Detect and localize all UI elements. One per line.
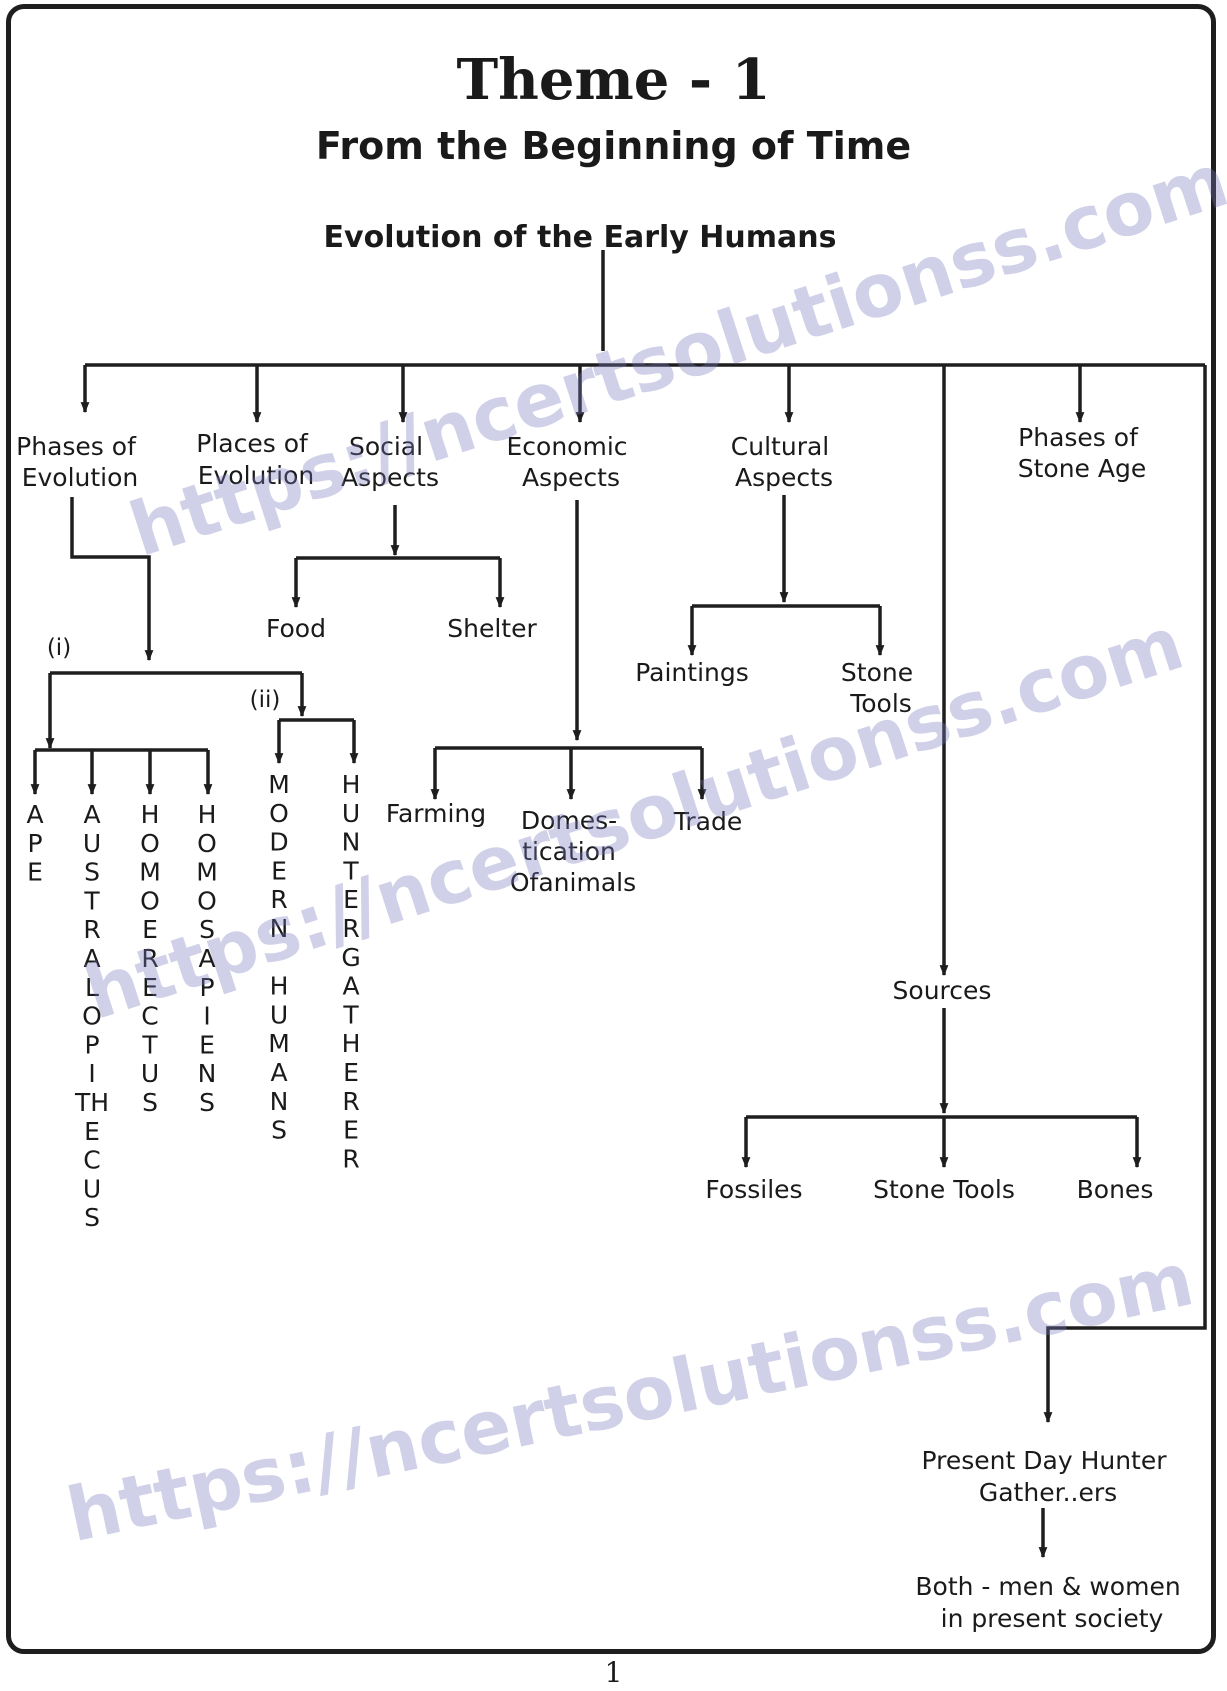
phases-of-stone-age-label: Phases of Stone Age <box>1018 423 1147 483</box>
both-label: Both - men & women in present society <box>915 1572 1188 1633</box>
farming-label: Farming <box>386 799 486 828</box>
root-label: Evolution of the Early Humans <box>324 220 837 255</box>
marker-ii: (ii) <box>250 687 281 713</box>
food-label: Food <box>266 614 326 643</box>
paintings-label: Paintings <box>635 658 749 687</box>
stone-tools-sources-label: Stone Tools <box>873 1175 1015 1204</box>
cultural-aspects-label: Cultural Aspects <box>731 432 837 492</box>
sources-label: Sources <box>893 976 992 1005</box>
domestication-label: Domes- tication Ofanimals <box>510 806 636 897</box>
present-day-label: Present Day Hunter Gather..ers <box>922 1446 1175 1507</box>
social-aspects-label: Social Aspects <box>341 432 439 492</box>
page-title: Theme - 1 <box>456 47 771 113</box>
page-number: 1 <box>604 1656 623 1689</box>
connector-lines <box>30 250 1207 1559</box>
shelter-label: Shelter <box>447 614 537 643</box>
bones-label: Bones <box>1077 1175 1154 1204</box>
fossiles-label: Fossiles <box>705 1175 802 1204</box>
edge-to-present-day <box>1043 365 1207 1424</box>
page-subtitle: From the Beginning of Time <box>315 124 912 168</box>
phases-of-evolution-label: Phases of Evolution <box>16 432 144 492</box>
marker-i: (i) <box>47 635 71 661</box>
edge-phases-elbow <box>70 497 154 662</box>
stone-tools-cultural-label: Stone Tools <box>841 658 921 718</box>
trade-label: Trade <box>673 807 742 836</box>
economic-aspects-label: Economic Aspects <box>507 432 636 492</box>
page-frame <box>6 4 1216 1654</box>
places-of-evolution-label: Places of Evolution <box>196 429 316 490</box>
